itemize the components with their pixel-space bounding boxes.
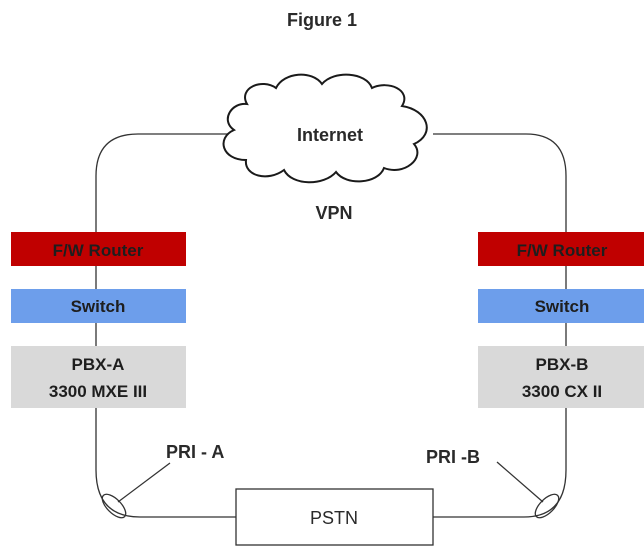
switch-a-label: Switch bbox=[71, 297, 126, 316]
switch-a-box bbox=[11, 289, 186, 323]
internet-cloud: Internet bbox=[222, 73, 428, 184]
pri-b-label: PRI -B bbox=[426, 447, 480, 467]
pstn-node: PSTN bbox=[235, 488, 434, 546]
figure-title: Figure 1 bbox=[287, 10, 357, 30]
site-a: F/W Router Switch PBX-A 3300 MXE III bbox=[11, 232, 186, 408]
router-a-box bbox=[11, 232, 186, 266]
pbx-b-name: PBX-B bbox=[536, 355, 589, 374]
pbx-a-model: 3300 MXE III bbox=[49, 382, 147, 401]
router-b-label: F/W Router bbox=[517, 241, 608, 260]
pstn-label: PSTN bbox=[310, 508, 358, 528]
wire-left bbox=[95, 133, 236, 518]
pstn-box bbox=[235, 488, 434, 546]
router-b-box bbox=[478, 232, 644, 266]
pri-a-callout: PRI - A bbox=[101, 442, 224, 519]
pri-b-leader bbox=[496, 461, 544, 503]
switch-b-box bbox=[478, 289, 644, 323]
pri-b-marker bbox=[534, 493, 560, 519]
pbx-a-name: PBX-A bbox=[72, 355, 125, 374]
pbx-b-model: 3300 CX II bbox=[522, 382, 602, 401]
pbx-b-box bbox=[478, 346, 644, 408]
router-a-label: F/W Router bbox=[53, 241, 144, 260]
vpn-label: VPN bbox=[315, 203, 352, 223]
pri-a-marker bbox=[101, 493, 127, 519]
cloud-label: Internet bbox=[297, 125, 363, 145]
pri-a-label: PRI - A bbox=[166, 442, 224, 462]
pri-b-callout: PRI -B bbox=[426, 447, 560, 519]
pbx-a-box bbox=[11, 346, 186, 408]
pri-a-leader bbox=[117, 462, 171, 503]
switch-b-label: Switch bbox=[535, 297, 590, 316]
cloud-shape bbox=[222, 73, 428, 184]
site-b: F/W Router Switch PBX-B 3300 CX II bbox=[478, 232, 644, 408]
